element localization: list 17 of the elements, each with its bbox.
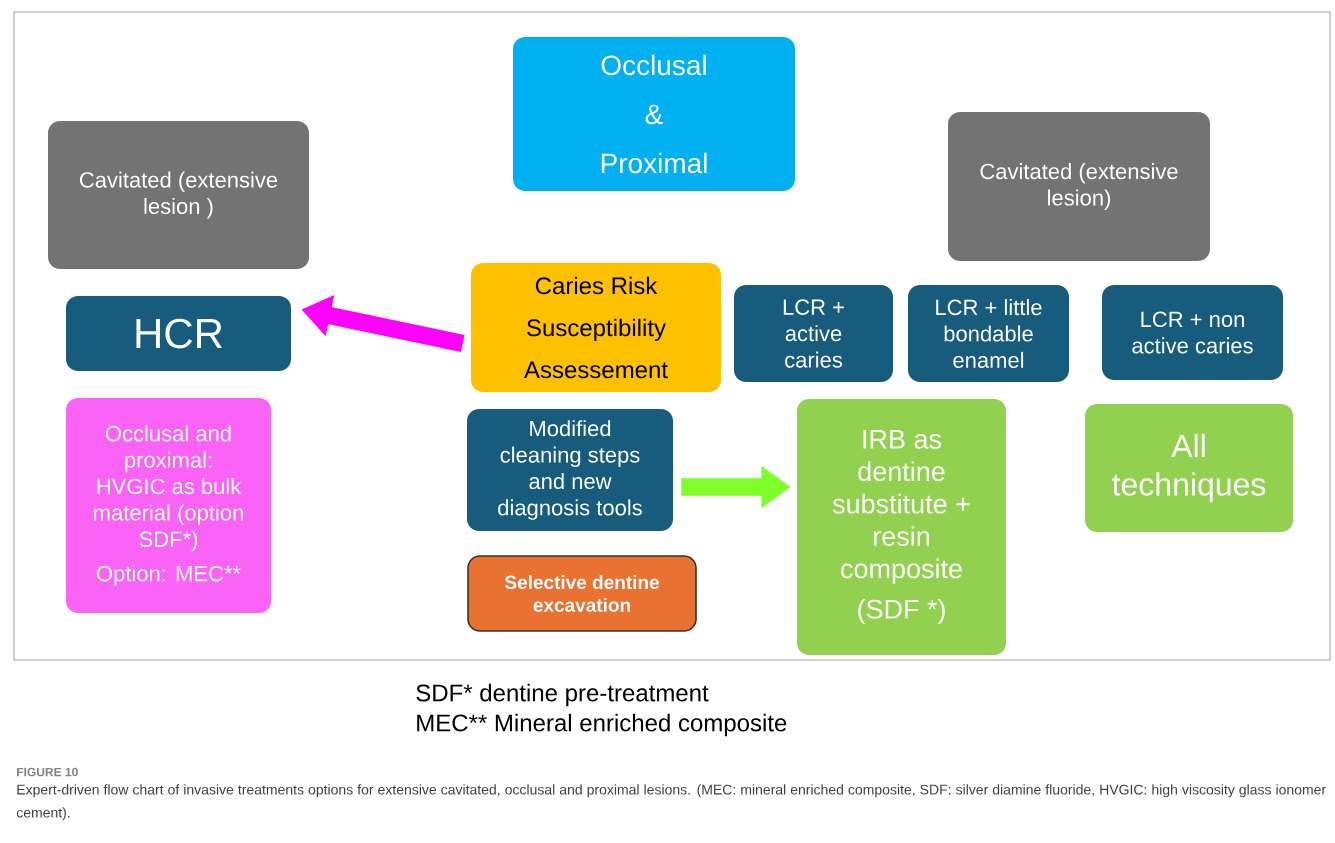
treatment-box: All techniques <box>1085 404 1293 532</box>
risk-box: HCR <box>66 296 291 371</box>
procedure-box: Modified cleaning steps and new diagnosis tools <box>467 409 673 531</box>
condition-box: Cavitated (extensive lesion ) <box>48 121 309 269</box>
risk-box: LCR + active caries <box>734 285 893 382</box>
condition-box: Cavitated (extensive lesion) <box>948 112 1210 261</box>
footnote-text: MEC** Mineral enriched composite <box>417 713 787 737</box>
assessment-box: Caries Risk Susceptibility Assessement <box>471 263 721 392</box>
footnote-text: SDF* dentine pre-treatment <box>416 683 709 707</box>
figure-label: FIGURE 10 <box>17 767 78 777</box>
category-box: Occlusal & Proximal <box>513 37 795 191</box>
treatment-box: Occlusal and proximal: HVGIC as bulk material (option SDF*) Option: MEC** <box>66 398 271 613</box>
procedure-box: Selective dentine excavation <box>467 555 697 632</box>
caption-text: Expert-driven flow chart of invasive treatments options for extensive cavitated, occlusal and proximal lesions. (MEC: mineral enriched composite, SDF: silver diamine fluoride, HVGIC: high viscosity glass ionomer cement). <box>16 784 1326 821</box>
risk-box: LCR + non active caries <box>1102 285 1283 380</box>
treatment-box: IRB as dentine substitute + resin composite (SDF *) <box>797 399 1006 655</box>
risk-box: LCR + little bondable enamel <box>908 285 1069 382</box>
